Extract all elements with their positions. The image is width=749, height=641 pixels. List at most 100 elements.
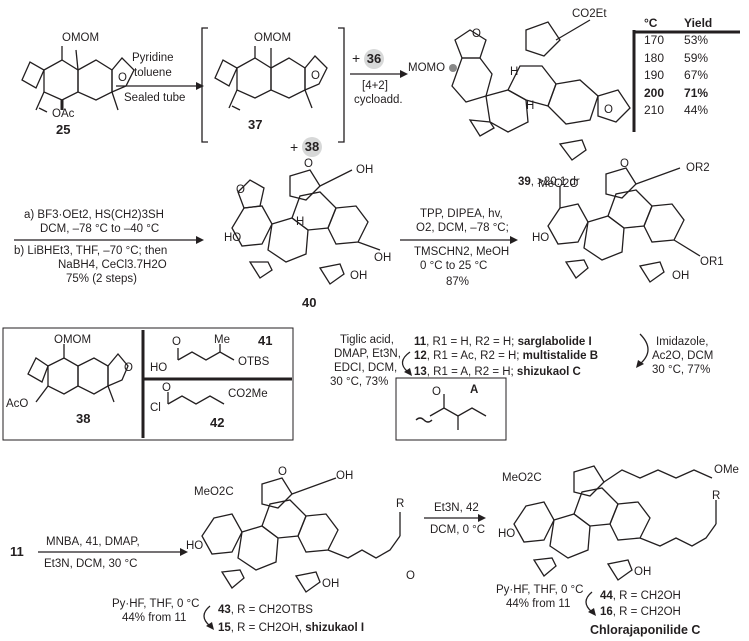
ho-label-41: HO <box>150 362 168 374</box>
meo2c-label-final: MeO2C <box>502 472 542 484</box>
r-label-final: R <box>712 490 721 502</box>
structure-11-13 <box>547 167 701 283</box>
product-43-line: 43, R = CH2OTBS <box>218 604 313 616</box>
ho-label-43: HO <box>186 540 204 552</box>
co2me-label-42: CO2Me <box>228 388 268 400</box>
co2et-label-39: CO2Et <box>572 8 607 20</box>
o-label-25: O <box>118 72 127 84</box>
deprot5-line2: 44% from 11 <box>506 598 571 610</box>
bracket-37 <box>201 27 345 143</box>
oh-label-43b: OH <box>322 578 340 590</box>
table-header-yield: Yield <box>684 15 713 30</box>
meo2c-label-43: MeO2C <box>194 486 234 498</box>
meo2c-label-11: MeO2C <box>538 178 578 190</box>
tiglic-line2: DMAP, Et3N, <box>334 348 401 360</box>
product-12-line: 12, R1 = Ac, R2 = H; multistalide B <box>414 350 599 362</box>
omom-label-25: OMOM <box>62 32 100 44</box>
cl-label-42: Cl <box>150 402 161 414</box>
step2-line5: 75% (2 steps) <box>66 273 137 285</box>
structure-38 <box>27 344 129 403</box>
deprot5-line1: Py·HF, THF, 0 °C <box>496 584 584 596</box>
start-compound-11: 11 <box>10 544 24 559</box>
ome-label-final: OMe <box>714 464 739 476</box>
momo-label-39: MOMO <box>408 62 446 74</box>
oh-label-final: OH <box>634 566 652 578</box>
step1-reagent-toluene: toluene <box>134 67 172 79</box>
compound-36-label: 36 <box>364 49 384 69</box>
omom-label-38: OMOM <box>54 334 92 346</box>
reagent-box <box>2 327 294 441</box>
arrow-step2 <box>14 236 204 244</box>
step5-line1: Et3N, 42 <box>434 502 479 514</box>
imid-line2: Ac2O, DCM <box>652 350 714 362</box>
oh-label-40a: OH <box>356 164 374 176</box>
step1-reagent-pyridine: Pyridine <box>132 52 174 64</box>
h-label-39a: H <box>510 66 519 78</box>
compound-40-label: 40 <box>302 295 317 310</box>
oh-label-40b: OH <box>374 252 392 264</box>
step3-line5: 87% <box>446 276 470 288</box>
a-group-o: O <box>432 386 441 398</box>
step3-line1: TPP, DIPEA, hv, <box>420 208 503 220</box>
deprot-arrows <box>203 591 596 630</box>
omom-label-37: OMOM <box>254 32 292 44</box>
structure-41 <box>177 344 235 361</box>
compound-37-label: 37 <box>248 117 263 132</box>
structure-37 <box>214 46 328 111</box>
or1-label: OR1 <box>700 256 724 268</box>
step3-line2: O2, DCM, –78 °C; <box>416 222 509 234</box>
o-label-40a: O <box>236 184 245 196</box>
h-label-40: H <box>296 216 305 228</box>
arrow-step3 <box>400 236 518 244</box>
product-16-line: 16, R = CH2OH <box>600 606 681 618</box>
cycloadd-label-2: cycloadd. <box>354 94 403 106</box>
step4-line2: Et3N, DCM, 30 °C <box>44 558 138 570</box>
me-label-41: Me <box>214 334 230 346</box>
step4-line1: MNBA, 41, DMAP, <box>46 536 140 548</box>
oh-label-11: OH <box>672 270 690 282</box>
product-11-line: 11, R1 = H, R2 = H; sarglabolide I <box>414 336 592 348</box>
o-label-11: O <box>620 158 629 170</box>
arrow-step1 <box>116 70 408 90</box>
o-label-40b: O <box>304 158 313 170</box>
arrow-tiglic <box>401 333 649 376</box>
tiglic-line3: EDCI, DCM, <box>334 362 398 374</box>
product-44-line: 44, R = CH2OH <box>600 590 681 602</box>
group-A-box <box>395 377 507 441</box>
table-header-temp: °C <box>644 15 658 30</box>
arrow-step5 <box>424 514 486 522</box>
step1-reagent-sealed: Sealed tube <box>124 92 186 104</box>
otbs-label-41: OTBS <box>238 356 270 368</box>
compound-25-label: 25 <box>56 122 71 137</box>
o-label-43: O <box>278 466 287 478</box>
step5-line2: DCM, 0 °C <box>430 524 486 536</box>
arrow-step4 <box>38 548 188 556</box>
step2-line4: NaBH4, CeCl3.7H2O <box>58 259 167 271</box>
or2-label: OR2 <box>686 162 710 174</box>
compound-42-label: 42 <box>210 415 225 430</box>
a-group-label: A <box>470 384 479 396</box>
o-label-39: O <box>472 28 481 40</box>
imid-line1: Imidazole, <box>656 336 709 348</box>
compound-41-label: 41 <box>258 333 273 348</box>
structure-39 <box>449 19 631 161</box>
aco-label-38: AcO <box>6 398 29 410</box>
o-label-38: O <box>124 362 133 374</box>
step2-line3: b) LiBHEt3, THF, –70 °C; then <box>14 245 168 257</box>
o-label-39b: O <box>604 104 613 116</box>
compound-38-circle-label: 38 <box>302 137 322 157</box>
oac-label-25: OAc <box>52 108 75 120</box>
o-label-37: O <box>311 70 320 82</box>
plus-38: + <box>290 139 299 155</box>
structure-43-15 <box>201 477 401 593</box>
h-label-39b: H <box>526 100 535 112</box>
product-13-line: 13, R1 = A, R2 = H; shizukaol C <box>414 366 581 378</box>
o-label-41: O <box>172 336 181 348</box>
structure-42 <box>167 392 225 405</box>
imid-line3: 30 °C, 77% <box>652 364 711 376</box>
